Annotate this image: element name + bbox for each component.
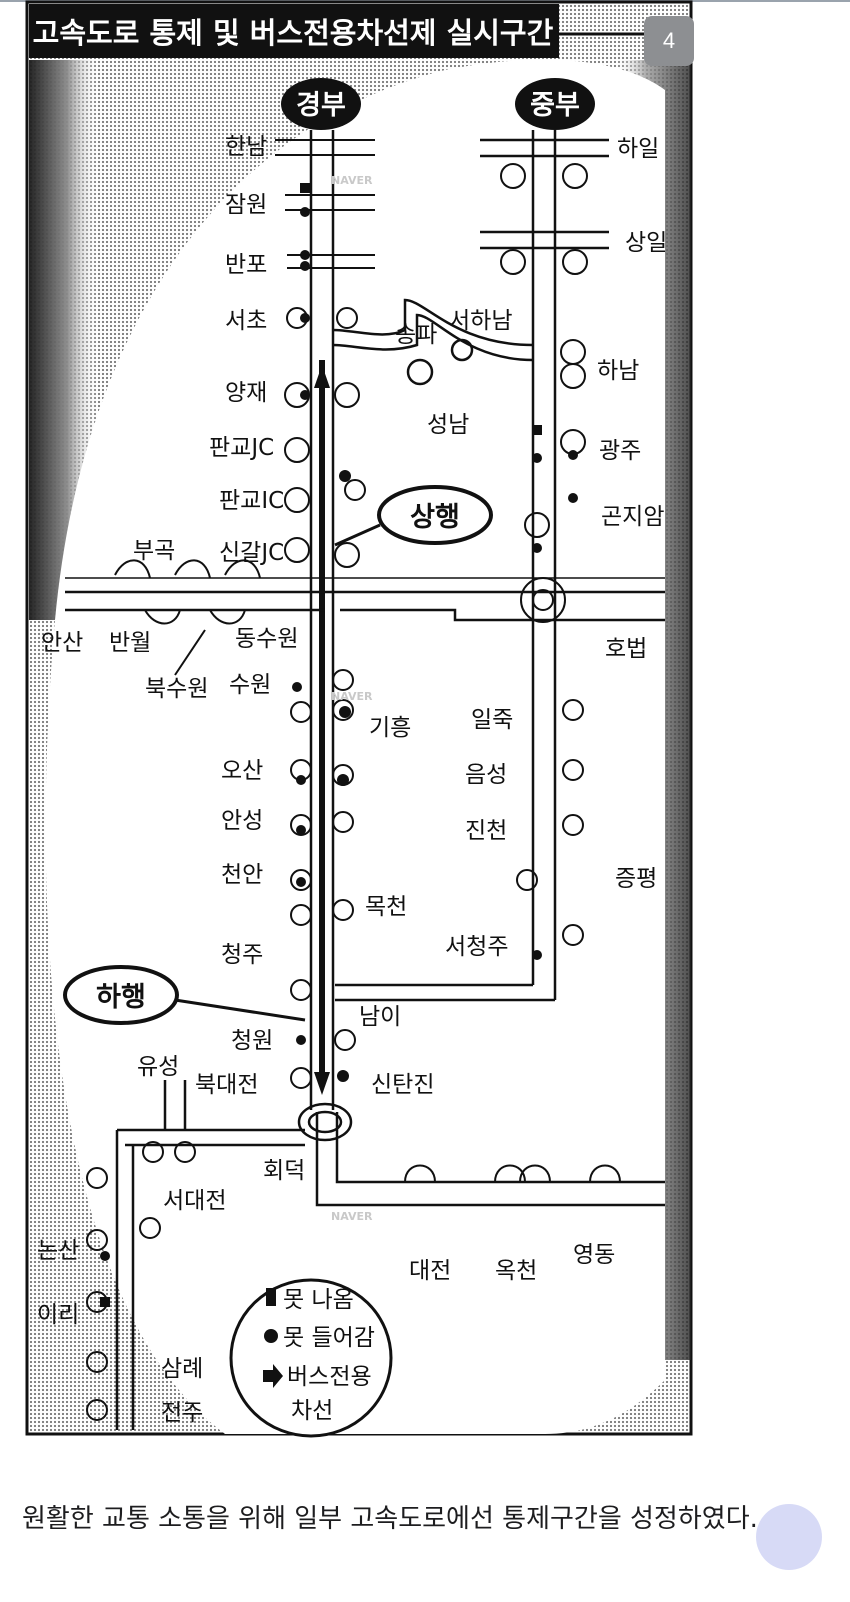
label-hobeop: 호법	[605, 636, 647, 662]
label-seohanam: 서하남	[449, 308, 512, 334]
label-cheonan: 천안	[221, 862, 263, 888]
legend-no-entry: 못 들어감	[283, 1325, 375, 1351]
map-legend: 못 나옴 못 들어감 버스전용 차선	[229, 1278, 393, 1438]
label-samrye: 삼례	[161, 1356, 203, 1382]
label-jamwon: 잠원	[225, 192, 267, 218]
up-direction-label: 상행	[410, 502, 460, 533]
no-exit-symbol	[266, 1288, 276, 1306]
honam-expressway	[115, 1080, 305, 1430]
label-yeongdong: 영동	[573, 1242, 615, 1268]
label-songpa: 송파	[395, 322, 437, 348]
label-hannam: 한남	[225, 134, 267, 160]
label-singal-jc: 신갈JC	[219, 540, 284, 566]
touch-indicator	[756, 1504, 822, 1570]
watermark: NAVER	[331, 1210, 373, 1223]
watermark: NAVER	[331, 174, 373, 187]
label-okcheon: 옥천	[495, 1258, 537, 1284]
label-ansan: 안산	[41, 630, 83, 656]
label-anseong: 안성	[221, 808, 263, 834]
label-eumseong: 음성	[465, 762, 507, 788]
label-bugok: 부곡	[133, 538, 175, 564]
label-sintanjin: 신탄진	[371, 1072, 434, 1098]
label-dongsuwon: 동수원	[235, 626, 298, 652]
label-iri: 이리	[37, 1302, 79, 1328]
label-bukdaejeon: 북대전	[195, 1072, 258, 1098]
gyeongbu-label: 경부	[296, 90, 346, 121]
label-cheongwon: 청원	[231, 1028, 273, 1054]
legend-no-exit: 못 나옴	[283, 1287, 354, 1313]
bus-lane-arrow-down	[314, 1072, 330, 1095]
yeongdong-expressway	[65, 577, 665, 622]
watermark: NAVER	[331, 690, 373, 703]
map-title-bar	[29, 4, 559, 58]
page-number-badge: 4	[644, 16, 694, 66]
highway-control-map: 고속도로 통제 및 버스전용차선제 실시구간 경부 중부	[25, 0, 693, 1466]
jungbu-expressway	[335, 130, 609, 1002]
jungbu-interchanges	[500, 163, 588, 946]
legend-bus-lane-line2: 차선	[291, 1398, 333, 1424]
bus-lane-symbol	[263, 1364, 283, 1388]
label-yuseong: 유성	[137, 1054, 179, 1080]
label-banwol: 반월	[109, 630, 151, 656]
label-banpo: 반포	[225, 252, 267, 278]
label-nami: 남이	[359, 1004, 401, 1030]
jungbu-badge	[515, 78, 595, 130]
label-seocheongju: 서청주	[445, 934, 508, 960]
legend-bus-lane-line1: 버스전용	[287, 1364, 372, 1390]
label-jeungpyeong: 증평	[615, 866, 657, 892]
label-jincheon: 진천	[465, 818, 507, 844]
control-markers	[100, 183, 578, 1307]
label-nonsan: 논산	[37, 1238, 79, 1264]
label-sangil: 상일	[625, 230, 667, 256]
seoul-connector	[332, 298, 534, 386]
label-iljuk: 일죽	[471, 707, 513, 733]
label-pangyo-ic: 판교IC	[219, 488, 284, 514]
gyeongbu-interchanges	[114, 139, 375, 1089]
jungbu-label: 중부	[530, 90, 580, 121]
bus-lane-arrow-up	[314, 365, 330, 388]
label-giheung: 기흥	[369, 715, 411, 741]
caption-text: 원활한 교통 소통을 위해 일부 고속도로에선 통제구간을 성정하였다.	[22, 1504, 758, 1534]
label-mokcheon: 목천	[365, 894, 407, 920]
label-gonjiam: 곤지암	[601, 504, 664, 530]
label-seodaejeon: 서대전	[163, 1188, 226, 1214]
gyeongbu-badge	[281, 78, 361, 130]
gyeongbu-expressway	[297, 130, 665, 1207]
down-direction-label: 하행	[96, 982, 146, 1013]
label-suwon: 수원	[229, 672, 271, 698]
label-jeonju: 전주	[161, 1400, 203, 1426]
label-hail: 하일	[617, 136, 659, 162]
label-hanam: 하남	[597, 358, 639, 384]
no-entry-symbol	[264, 1329, 278, 1343]
label-yangjae: 양재	[225, 380, 267, 406]
label-hoedeok: 회덕	[263, 1158, 305, 1184]
label-seongnam: 성남	[427, 412, 469, 438]
label-osan: 오산	[221, 758, 263, 784]
label-seocho: 서초	[225, 308, 267, 334]
label-bugsuwon: 북수원	[145, 676, 208, 702]
label-cheongju: 청주	[221, 942, 263, 968]
up-direction-callout: 상행	[334, 485, 493, 547]
map-title: 고속도로 통제 및 버스전용차선제 실시구간	[33, 16, 554, 50]
label-gwangju: 광주	[599, 438, 641, 464]
label-daejeon: 대전	[409, 1258, 451, 1284]
label-pangyo-jc: 판교JC	[209, 435, 274, 461]
down-direction-callout: 하행	[63, 965, 306, 1025]
map-white-oval	[45, 59, 665, 1434]
